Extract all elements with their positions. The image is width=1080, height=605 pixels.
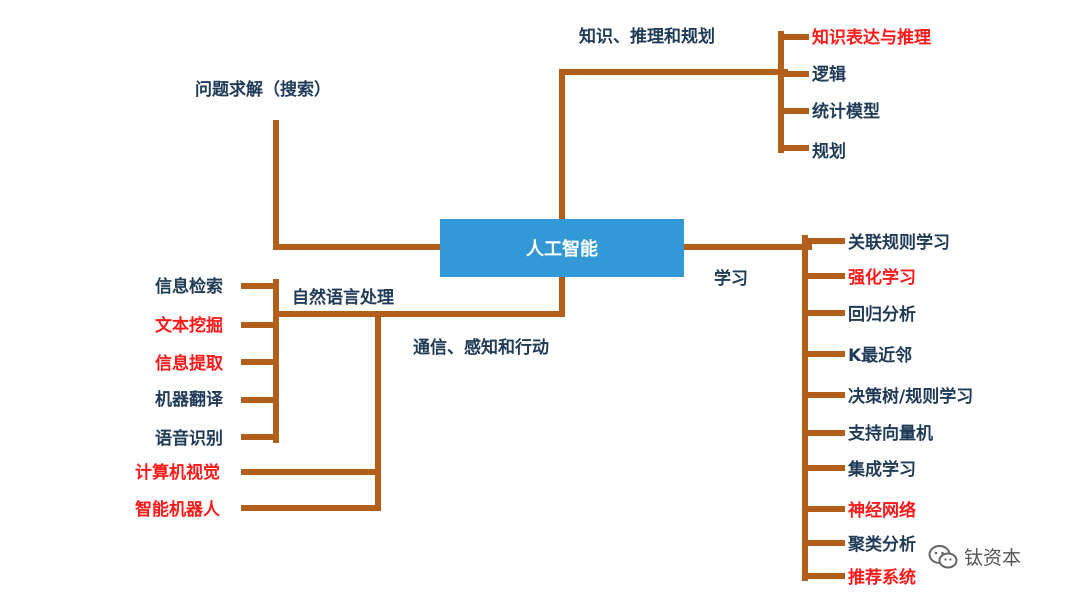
branch-label-communication: 通信、感知和行动 xyxy=(413,338,549,358)
nlp-item-1: 信息检索 xyxy=(155,277,223,297)
center-node-ai: 人工智能 xyxy=(440,219,684,277)
learning-item-9: 聚类分析 xyxy=(848,535,916,555)
line-center-to-communication xyxy=(273,274,565,317)
nlp-item-4: 机器翻译 xyxy=(155,390,223,410)
learning-item-3: 回归分析 xyxy=(848,305,916,325)
knowledge-item-1: 知识表达与推理 xyxy=(812,28,931,48)
branch-label-nlp: 自然语言处理 xyxy=(292,288,394,308)
communication-item-robot: 智能机器人 xyxy=(135,500,220,520)
watermark: 钛资本 xyxy=(928,543,1021,570)
branch-label-knowledge: 知识、推理和规划 xyxy=(579,27,715,47)
line-center-to-search xyxy=(273,120,443,250)
learning-item-8: 神经网络 xyxy=(848,501,916,521)
wechat-icon xyxy=(928,544,958,568)
knowledge-item-2: 逻辑 xyxy=(812,65,846,85)
learning-item-4: K最近邻 xyxy=(848,346,913,366)
nlp-item-5: 语音识别 xyxy=(155,429,223,449)
watermark-text: 钛资本 xyxy=(964,547,1022,569)
nlp-item-2: 文本挖掘 xyxy=(155,316,223,336)
learning-item-10: 推荐系统 xyxy=(848,568,916,588)
line-center-to-knowledge xyxy=(559,69,788,222)
knowledge-item-3: 统计模型 xyxy=(812,102,880,122)
learning-item-5: 决策树/规则学习 xyxy=(848,387,974,407)
learning-item-6: 支持向量机 xyxy=(848,424,933,444)
communication-item-vision: 计算机视觉 xyxy=(135,463,220,483)
learning-item-2: 强化学习 xyxy=(848,268,916,288)
nlp-item-3: 信息提取 xyxy=(155,354,223,374)
learning-item-7: 集成学习 xyxy=(848,460,916,480)
branch-label-search: 问题求解（搜索） xyxy=(195,80,331,100)
learning-item-1: 关联规则学习 xyxy=(848,233,950,253)
knowledge-item-4: 规划 xyxy=(812,142,846,162)
branch-label-learning: 学习 xyxy=(714,269,748,289)
